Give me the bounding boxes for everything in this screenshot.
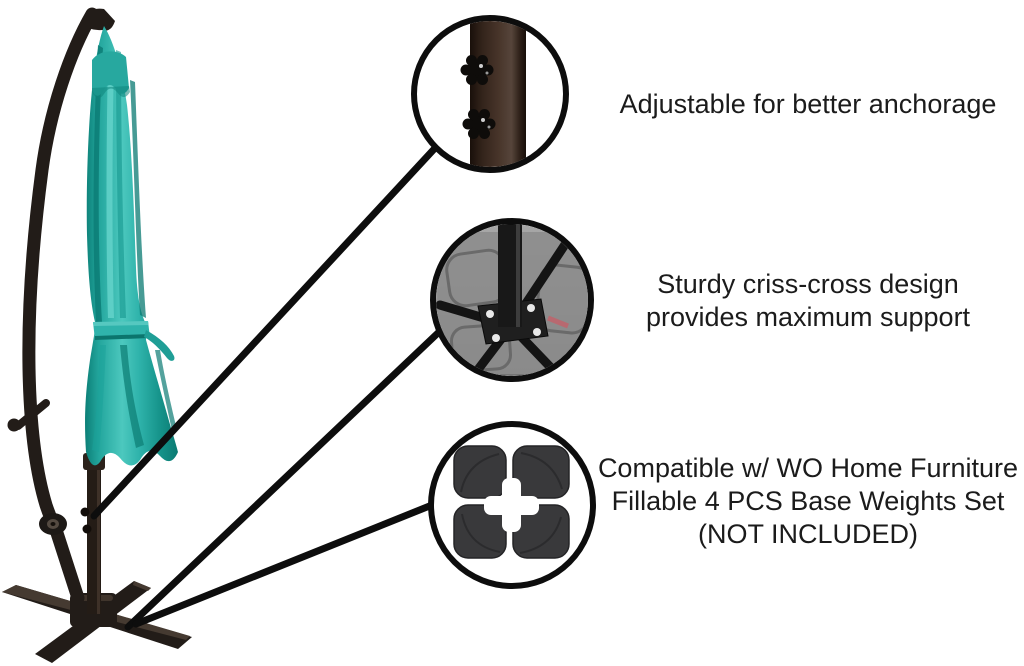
sticker: [547, 315, 569, 329]
callout-text-line: provides maximum support: [645, 302, 971, 332]
center-cross-cutout: [484, 478, 539, 532]
canopy-valance: [92, 51, 129, 96]
adjustment-knob: [80, 507, 90, 517]
cantilever-pole: [7, 7, 115, 605]
callout-line-baseweights: [132, 501, 436, 628]
closed-canopy: [85, 26, 178, 466]
callout-text-line: Adjustable for better anchorage: [619, 89, 997, 119]
crank-handle: [39, 513, 67, 535]
detail-circle-adjustable: [411, 15, 569, 173]
callout-line-adjustable: [90, 143, 440, 520]
star-knob-icon: [462, 109, 496, 139]
callout-text-line: (NOT INCLUDED): [697, 519, 918, 549]
hanger-hub: [82, 8, 115, 31]
pole-knobs-closeup: [460, 21, 526, 167]
callout-text-line: Sturdy criss-cross design: [657, 269, 959, 299]
base-weights-closeup: [453, 445, 570, 559]
detail-circle-baseweights: [428, 421, 596, 589]
callout-line-crisscross: [124, 328, 443, 631]
callout-text-baseweights: Compatible w/ WO Home Furniture Fillable…: [556, 452, 1024, 551]
star-knob-icon: [460, 55, 494, 85]
canopy-center-pole: [80, 448, 105, 614]
callout-text-line: Fillable 4 PCS Base Weights Set: [611, 486, 1005, 516]
criss-cross-closeup: [436, 224, 588, 376]
callout-text-adjustable: Adjustable for better anchorage: [556, 88, 1024, 121]
callout-text-line: Compatible w/ WO Home Furniture: [597, 453, 1019, 483]
tie-strap: [93, 321, 175, 361]
base-weight-plates: [453, 445, 570, 559]
plate-bolts: [486, 304, 541, 342]
callout-text-crisscross: Sturdy criss-cross design provides maxim…: [556, 268, 1024, 334]
detail-circle-crisscross: [430, 218, 594, 382]
adjustment-knob: [82, 524, 92, 534]
umbrella: [2, 7, 192, 663]
weight-seams: [460, 452, 563, 554]
pole-clamp: [7, 399, 50, 432]
